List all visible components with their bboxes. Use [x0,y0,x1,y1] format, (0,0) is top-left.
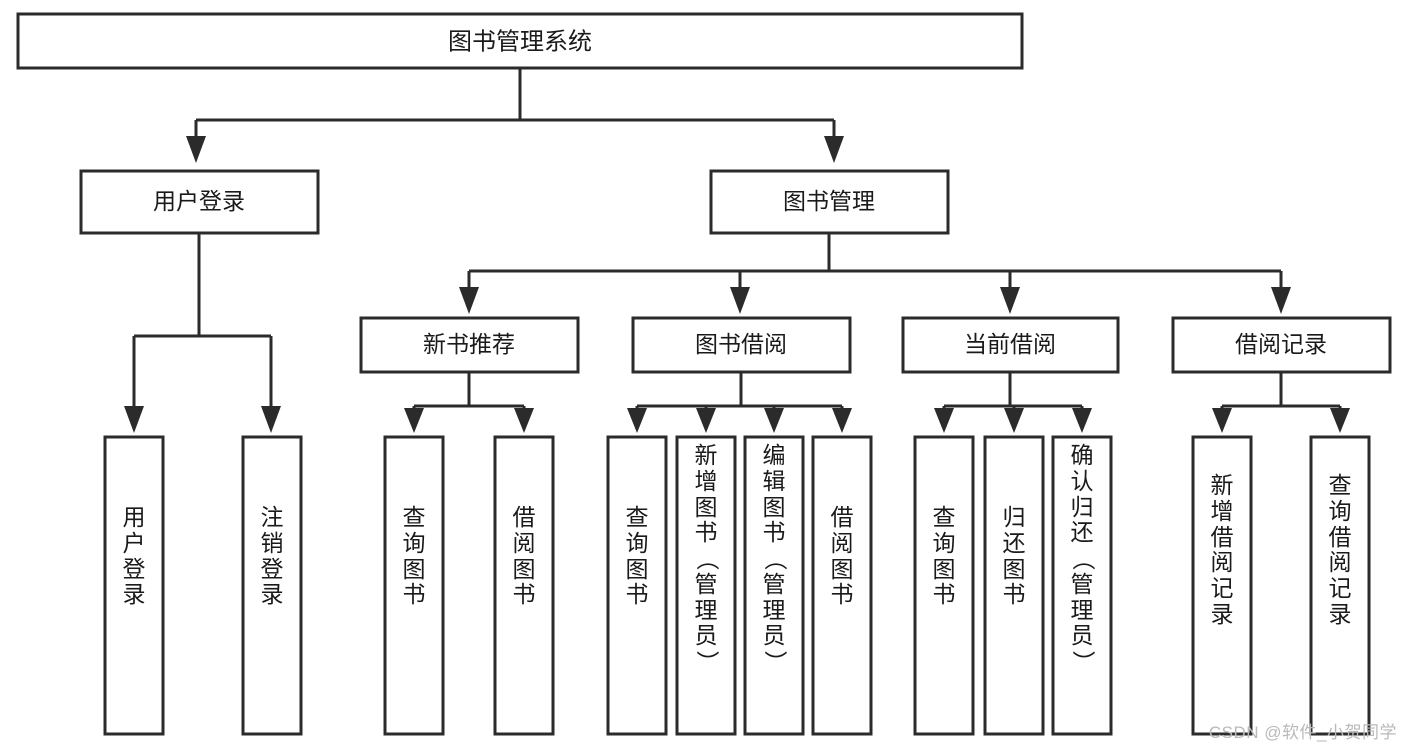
arrow-to-leaf-query-book-2 [627,408,647,433]
connector-book-borrow-to-leaves [627,372,852,433]
node-root[interactable]: 图书管理系统 [16,12,1024,70]
node-book-borrow-label: 图书借阅 [695,331,787,357]
leaf-box-query-book-1[interactable] [383,435,445,736]
node-current-borrow-label: 当前借阅 [964,331,1056,357]
leaf-box-user-login[interactable] [103,435,165,736]
connector-current-borrow-to-leaves [934,372,1092,433]
arrow-to-leaf-query-book-1 [404,408,424,433]
node-user-login[interactable]: 用户登录 [79,169,320,235]
leaf-box-add-book[interactable] [675,435,737,736]
arrow-to-book-manage [824,136,844,163]
arrow-to-current-borrow [1000,287,1020,314]
arrow-to-leaf-confirm-return [1072,408,1092,433]
node-user-login-label: 用户登录 [153,188,245,214]
arrow-to-leaf-return-book [1004,408,1024,433]
node-root-label: 图书管理系统 [448,28,592,55]
node-current-borrow[interactable]: 当前借阅 [901,316,1120,374]
node-borrow-record[interactable]: 借阅记录 [1171,316,1392,374]
leaf-box-borrow-book-1[interactable] [493,435,555,736]
arrow-to-leaf-query-record [1330,408,1350,433]
leaf-box-query-book-2[interactable] [606,435,668,736]
arrow-to-book-borrow [730,287,750,314]
connector-book-manage-to-level3 [459,233,1291,314]
node-book-manage-label: 图书管理 [783,188,875,214]
node-book-borrow[interactable]: 图书借阅 [631,316,852,374]
connector-root-to-level2 [186,68,844,163]
leaf-box-borrow-book-2[interactable] [811,435,873,736]
csdn-watermark: CSDN @软件_小贺同学 [1208,723,1397,742]
connector-user-login-to-leaves [124,233,281,433]
arrow-to-leaf-user-logout [261,406,281,433]
node-root-box [16,12,1024,70]
leaf-box-confirm-return[interactable] [1051,435,1113,736]
node-borrow-record-label: 借阅记录 [1235,331,1327,357]
leaf-box-user-logout[interactable] [241,435,303,736]
arrow-to-leaf-add-book [696,408,716,433]
arrow-to-borrow-record [1271,287,1291,314]
leaf-box-query-record[interactable] [1309,435,1371,736]
arrow-to-user-login [186,136,206,163]
arrow-to-leaf-borrow-book-2 [832,408,852,433]
node-current-borrow-box [901,316,1120,374]
arrow-to-leaf-borrow-book-1 [514,408,534,433]
arrow-to-new-book-recommend [459,287,479,314]
arrow-to-leaf-edit-book [764,408,784,433]
connector-borrow-record-to-leaves [1212,372,1350,433]
node-new-book-recommend[interactable]: 新书推荐 [359,316,580,374]
leaf-box-edit-book[interactable] [743,435,805,736]
leaf-box-query-book-3[interactable] [913,435,975,736]
arrow-to-leaf-user-login [124,406,144,433]
connector-new-book-recommend-to-leaves [404,372,534,433]
node-new-book-recommend-box [359,316,580,374]
arrow-to-leaf-add-record [1212,408,1232,433]
node-book-manage[interactable]: 图书管理 [709,169,950,235]
arrow-to-leaf-query-book-3 [934,408,954,433]
node-new-book-recommend-label: 新书推荐 [423,331,515,357]
leaf-box-add-record[interactable] [1191,435,1253,736]
leaf-box-return-book[interactable] [983,435,1045,736]
node-user-login-box [79,169,320,235]
